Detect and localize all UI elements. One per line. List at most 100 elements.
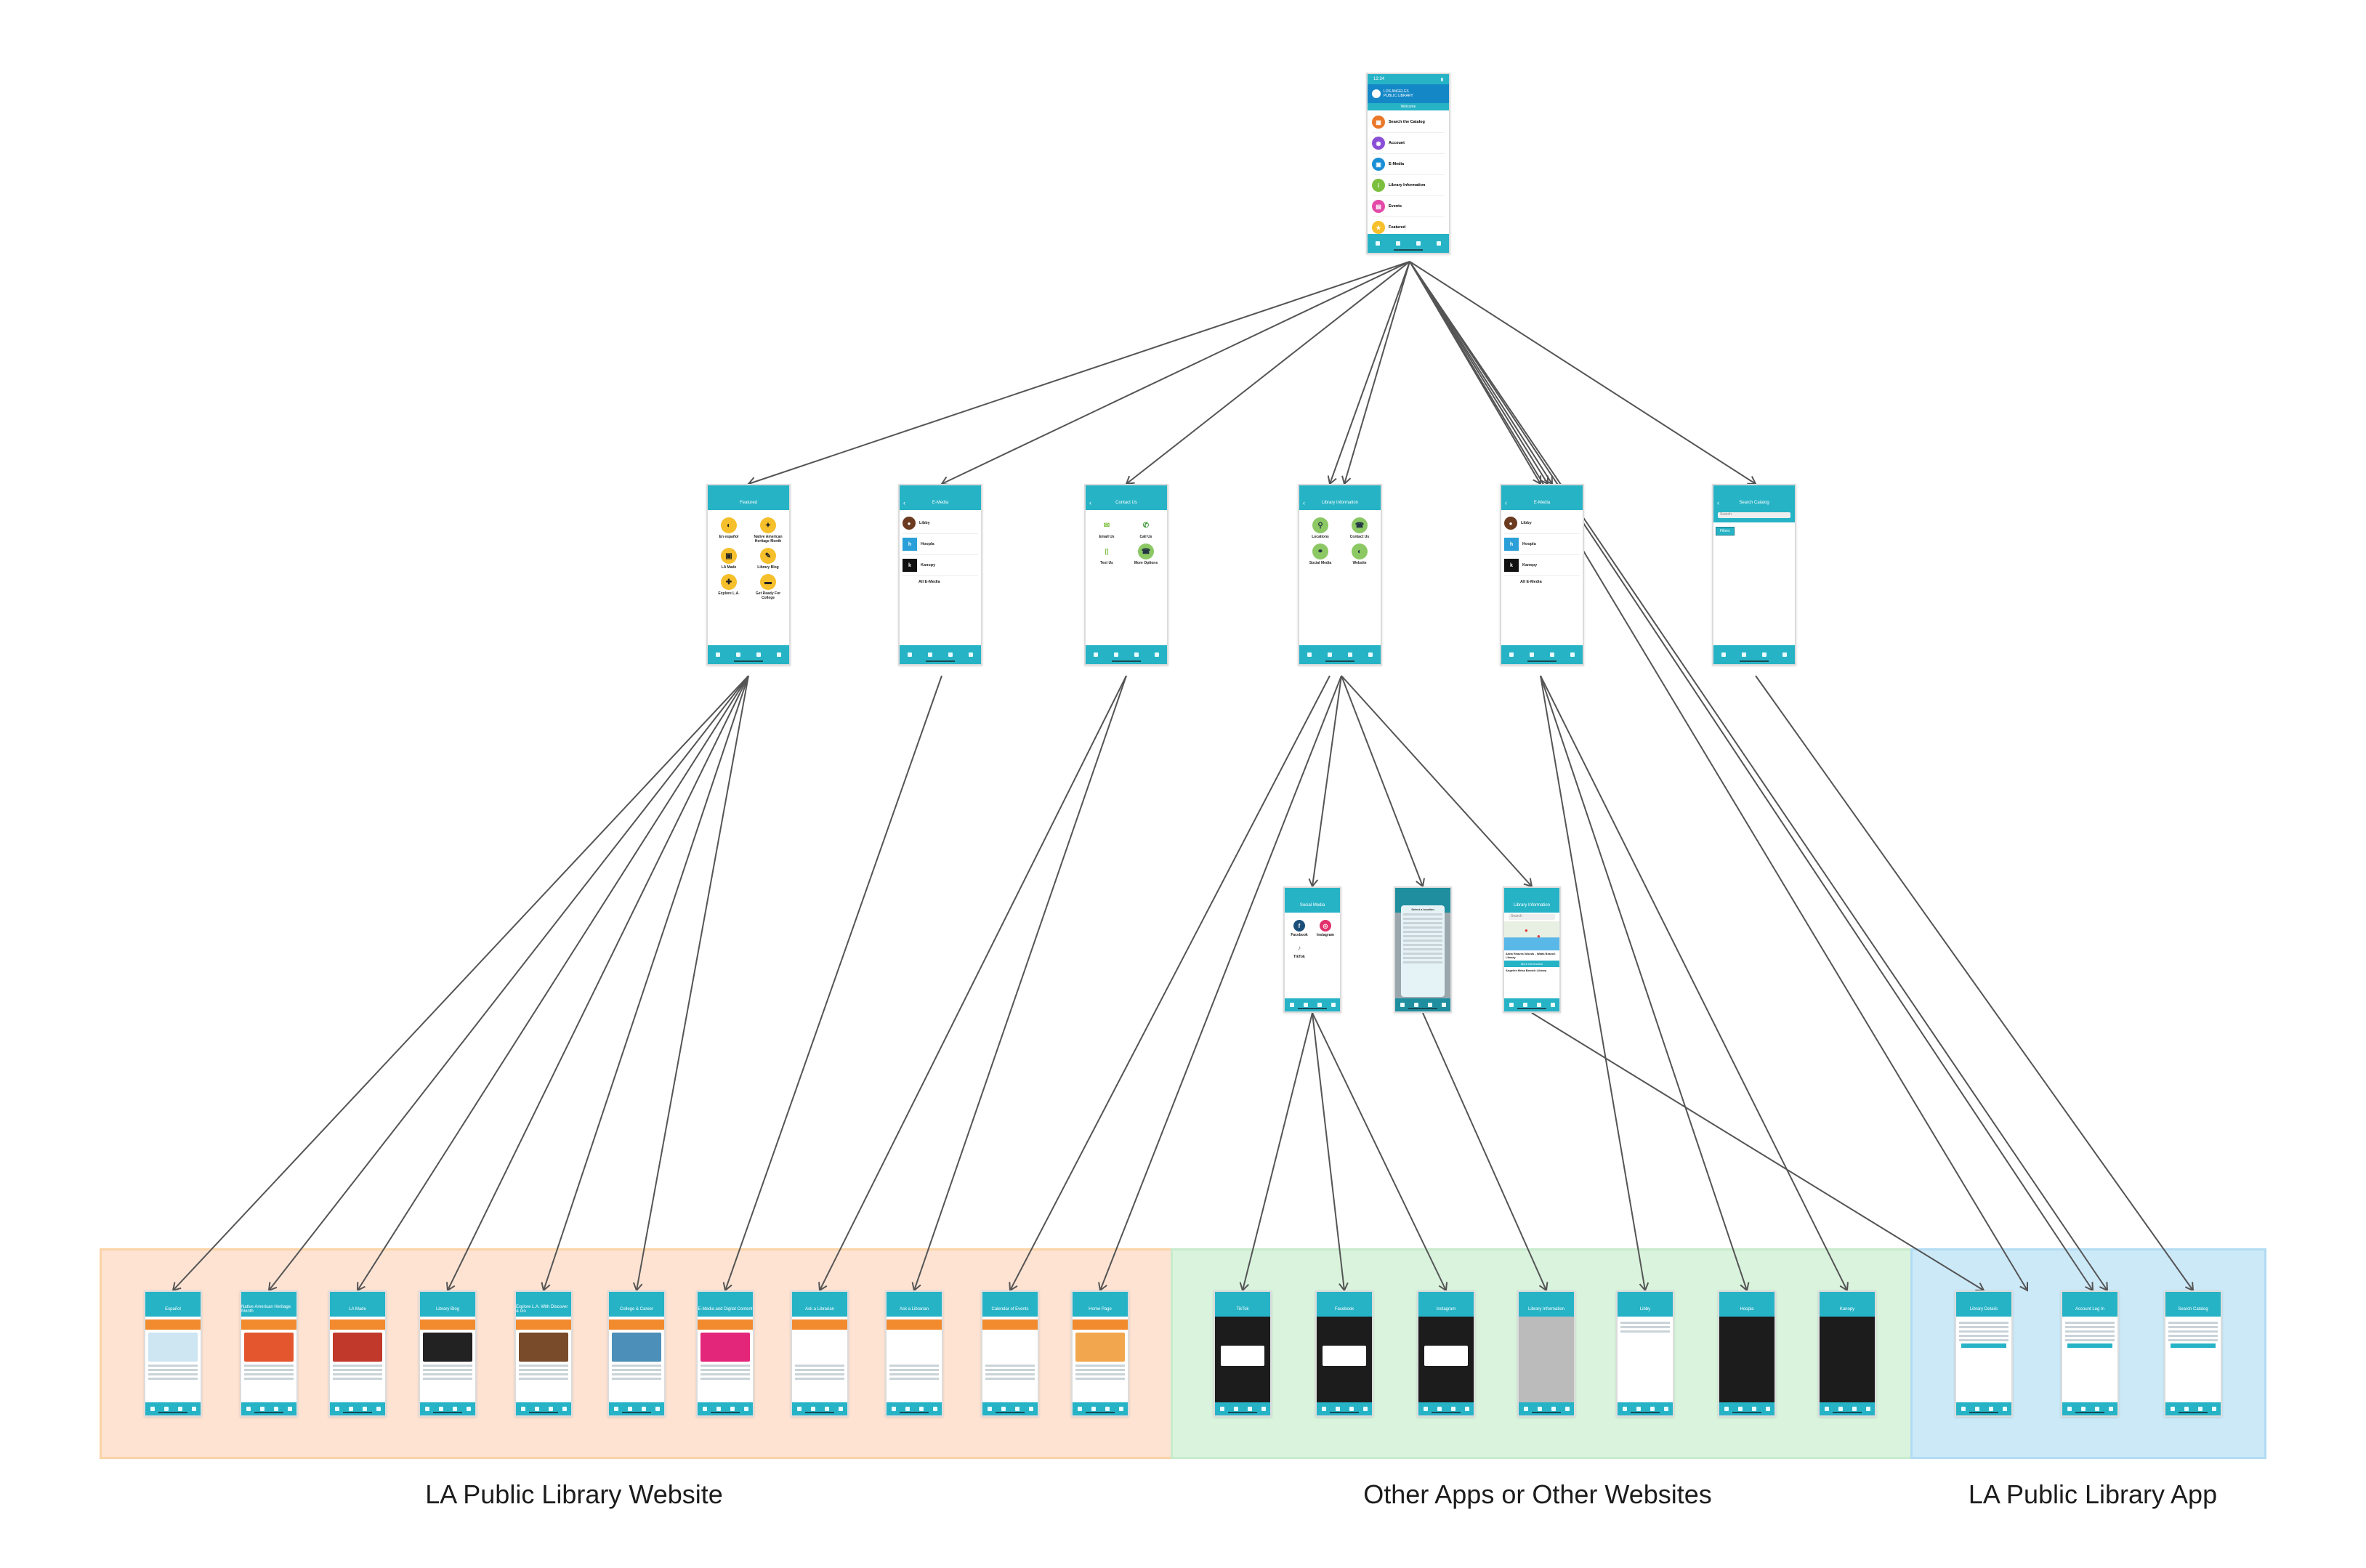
screen-other-3[interactable]: Instagram [1417, 1290, 1475, 1417]
screen-other-6[interactable]: Hoopla [1718, 1290, 1776, 1417]
screen-other-1[interactable]: TikTok [1214, 1290, 1272, 1417]
screen-web-1[interactable]: Español [144, 1290, 202, 1417]
action-button[interactable] [1961, 1343, 2006, 1348]
tile-label: Email Us [1099, 535, 1115, 539]
screen-other-2[interactable]: Facebook [1315, 1290, 1373, 1417]
item-libby[interactable]: ●Libby [1504, 513, 1580, 534]
screen-app-3[interactable]: Search Catalog [2164, 1290, 2222, 1417]
tile-library-blog[interactable]: ✎Library Blog [750, 548, 786, 570]
screen-other-7[interactable]: Kanopy [1818, 1290, 1876, 1417]
open-in-app-dialog[interactable] [1424, 1346, 1468, 1366]
screen-locations-map[interactable]: Library Information Search ● ● Alma Reav… [1503, 886, 1561, 1013]
page-text [612, 1365, 661, 1380]
screen-app-1[interactable]: Library Details [1955, 1290, 2013, 1417]
screen-web-11[interactable]: Home Page [1071, 1290, 1129, 1417]
back-icon[interactable]: ‹ [1505, 499, 1507, 506]
item-label: All E-Media [1520, 580, 1542, 584]
flow-arrow [356, 675, 749, 1292]
open-in-app-dialog[interactable] [1323, 1346, 1366, 1366]
more-info-button[interactable]: More Information [1504, 961, 1559, 967]
back-icon[interactable]: ‹ [903, 499, 905, 506]
account-tab-icon[interactable] [1396, 241, 1400, 246]
bottom-tab-bar [241, 1402, 296, 1415]
tile-native-american[interactable]: ✦Native American Heritage Month [750, 517, 786, 543]
screen-web-7[interactable]: E-Media and Digital Content [696, 1290, 754, 1417]
branch-picker-sheet[interactable]: Select a location [1401, 905, 1445, 997]
screen-library-information[interactable]: ‹Library Information ⚲Locations ☎Contact… [1298, 484, 1382, 666]
bottom-tab-bar [1285, 998, 1340, 1011]
screen-contact-us[interactable]: ‹Contact Us ✉Email Us ✆Call Us ▯Text Us … [1084, 484, 1168, 666]
tile-email-us[interactable]: ✉Email Us [1089, 517, 1125, 540]
screen-web-4[interactable]: Library Blog [419, 1290, 477, 1417]
back-icon[interactable]: ‹ [1303, 499, 1305, 506]
branches-map[interactable]: ● ● [1504, 921, 1559, 950]
branch-options[interactable] [1403, 913, 1442, 963]
menu-search-catalog[interactable]: ▦Search the Catalog [1372, 112, 1445, 133]
tile-la-made[interactable]: ▣LA Made [711, 548, 747, 570]
tile-call-us[interactable]: ✆Call Us [1128, 517, 1164, 540]
screen-web-5[interactable]: Explore L.A. With Discover & Go [514, 1290, 573, 1417]
contact-tab-icon[interactable] [1416, 241, 1421, 246]
open-in-app-dialog[interactable] [1221, 1346, 1264, 1366]
screen-search-catalog[interactable]: ‹Search Catalog Search Filters [1712, 484, 1796, 666]
screen-web-9[interactable]: Ask a Librarian [885, 1290, 943, 1417]
screen-web-3[interactable]: LA Made [328, 1290, 387, 1417]
screen-web-8[interactable]: Ask a Librarian [791, 1290, 849, 1417]
menu-label: Featured [1389, 225, 1406, 230]
hero-image [1075, 1333, 1125, 1362]
tile-contact-us[interactable]: ☎Contact Us [1341, 517, 1378, 539]
tile-social-media[interactable]: ⚭Social Media [1302, 543, 1339, 565]
card-tab-icon[interactable] [1437, 241, 1441, 246]
search-input[interactable]: Search [1509, 914, 1555, 920]
screen-featured[interactable]: Featured ◐En español ✦Native American He… [706, 484, 791, 666]
filters-button[interactable]: Filters [1716, 527, 1735, 536]
action-button[interactable] [2171, 1343, 2216, 1348]
tile-tiktok[interactable]: ♪TikTok [1288, 942, 1311, 960]
back-icon[interactable]: ‹ [1089, 499, 1091, 506]
back-icon[interactable]: ‹ [1717, 499, 1719, 506]
screen-web-2[interactable]: Native American Heritage Month [240, 1290, 298, 1417]
bottom-tab-bar [1519, 1402, 1574, 1415]
tile-label: Explore L.A. [718, 591, 740, 596]
site-header-bar [887, 1320, 942, 1330]
tile-explore-la[interactable]: ✚Explore L.A. [711, 574, 747, 600]
menu-events[interactable]: ▤Events [1372, 196, 1445, 217]
menu-account[interactable]: ◉Account [1372, 133, 1445, 154]
bottom-tab-bar [1317, 1402, 1372, 1415]
la-made-icon: ▣ [721, 548, 737, 564]
menu-emedia[interactable]: ▣E-Media [1372, 154, 1445, 175]
brand-line1: LOS ANGELES [1384, 89, 1409, 94]
screen-web-10[interactable]: Calendar of Events [981, 1290, 1039, 1417]
tile-instagram[interactable]: ◎Instagram [1314, 920, 1337, 937]
flow-arrow [1409, 261, 1542, 485]
tile-college[interactable]: ▬Get Ready For College [750, 574, 786, 600]
tile-website[interactable]: ◐Website [1341, 543, 1378, 565]
screen-other-5[interactable]: Libby [1616, 1290, 1674, 1417]
home-tab-icon[interactable] [1376, 241, 1380, 246]
search-input[interactable]: Search [1718, 512, 1790, 518]
tile-text-us[interactable]: ▯Text Us [1089, 543, 1125, 566]
screen-web-6[interactable]: College & Career [607, 1290, 666, 1417]
screen-other-4[interactable]: Library Information [1517, 1290, 1575, 1417]
hero-image [148, 1333, 198, 1362]
item-all-emedia[interactable]: All E-Media [903, 576, 978, 588]
action-button[interactable] [2067, 1343, 2112, 1348]
tile-more-options[interactable]: ☎More Options [1128, 543, 1164, 565]
screen-branch-picker[interactable]: Select a location [1394, 886, 1452, 1013]
tile-espanol[interactable]: ◐En español [711, 517, 747, 543]
page-text [2168, 1322, 2218, 1341]
screen-app-2[interactable]: Account Log In [2061, 1290, 2119, 1417]
item-all-emedia[interactable]: All E-Media [1504, 576, 1580, 588]
tile-locations[interactable]: ⚲Locations [1302, 517, 1339, 539]
item-libby[interactable]: ●Libby [903, 513, 978, 534]
